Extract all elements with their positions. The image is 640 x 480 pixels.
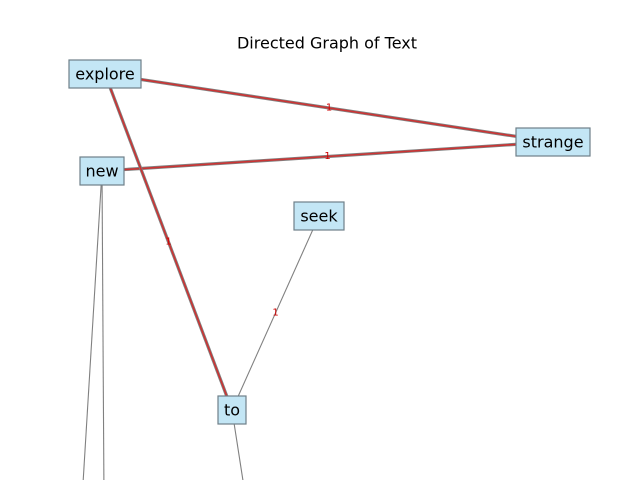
node-label-explore: explore	[75, 65, 135, 84]
node-box-strange	[515, 127, 591, 157]
edge-offscreen-a-to-new	[82, 173, 102, 480]
edge-strange-to-new	[104, 141, 554, 171]
edge-label-strange-new: 1	[324, 151, 330, 162]
edge-label-to-seek: 1	[272, 308, 278, 319]
edge-offscreen-b-to-new	[102, 173, 104, 480]
node-box-to	[217, 395, 247, 425]
node-seek: seek	[293, 201, 345, 231]
edge-explore-to-strange	[104, 73, 551, 142]
node-explore: explore	[68, 59, 142, 89]
node-box-new	[79, 156, 125, 186]
node-label-to: to	[224, 401, 240, 420]
edge-to-to-explore	[106, 76, 233, 411]
graph-title: Directed Graph of Text	[237, 34, 417, 53]
edge-offscreen-c-to-to	[232, 412, 244, 480]
edge-label-to-explore: 1	[165, 237, 171, 248]
node-box-explore	[68, 59, 142, 89]
edge-labels-layer: 1 1 1 1	[165, 103, 332, 319]
nodes-layer: explore strange new seek to	[68, 59, 591, 425]
node-new: new	[79, 156, 125, 186]
edge-to-to-seek	[231, 218, 318, 411]
node-to: to	[217, 395, 247, 425]
edges-layer	[82, 72, 554, 480]
node-label-seek: seek	[300, 207, 338, 226]
node-strange: strange	[515, 127, 591, 157]
node-label-strange: strange	[522, 133, 583, 152]
node-box-seek	[293, 201, 345, 231]
edge-label-explore-strange: 1	[326, 103, 332, 114]
node-label-new: new	[85, 162, 118, 181]
